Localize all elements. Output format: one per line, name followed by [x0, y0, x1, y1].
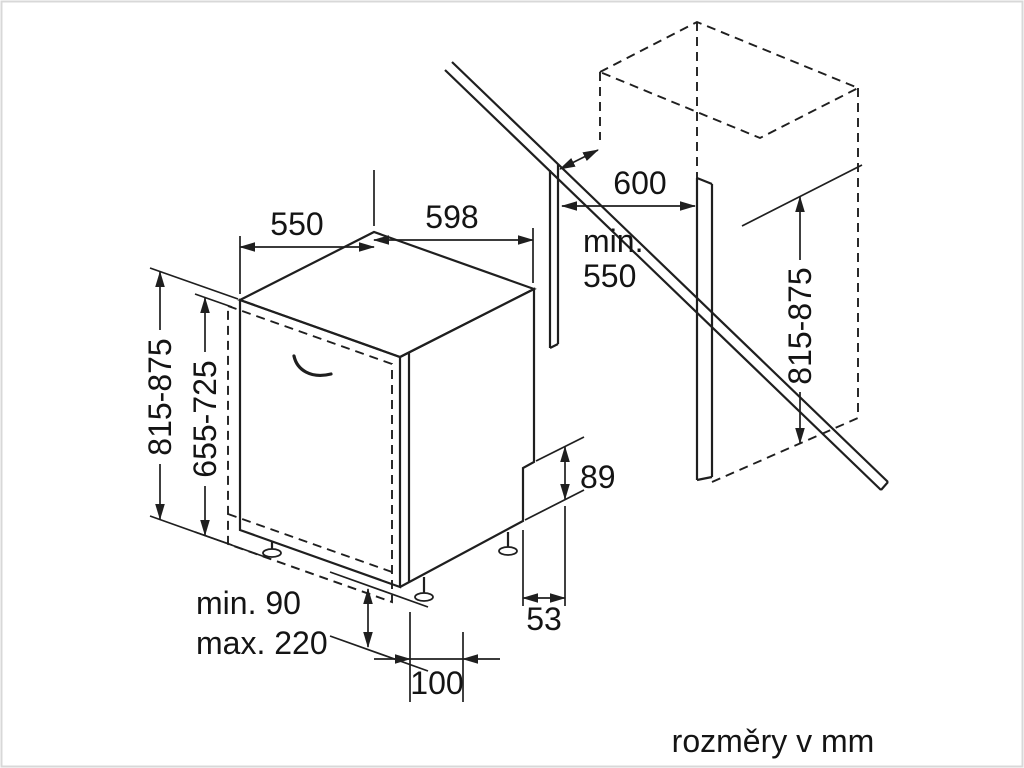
dim-niche-height: 815-875 [741, 164, 863, 444]
countertop-end-cap [880, 481, 889, 491]
countertop-edge-bottom [444, 69, 882, 491]
dim-plinth-max-label: max. 220 [196, 625, 328, 661]
niche-hidden-edges [597, 20, 861, 483]
dishwasher-side-face [399, 287, 536, 588]
countertop [444, 61, 889, 491]
door-handle [292, 354, 333, 377]
dim-plinth-min-label: min. 90 [196, 585, 301, 621]
dim-base-height-label: 89 [580, 459, 616, 495]
dim-top-width: 598 [373, 199, 534, 283]
dim-niche-height-label: 815-875 [782, 267, 818, 384]
niche-side-panels [548, 164, 714, 482]
dim-niche-width: 600 [561, 165, 696, 211]
dim-top-depth: 550 [239, 170, 375, 294]
dim-plinth-height: min. 90 max. 220 [196, 571, 429, 672]
dim-front-panel-height: 655-725 [187, 293, 233, 546]
dim-top-depth-label: 550 [270, 206, 323, 242]
dim-base-height: 89 [524, 436, 616, 521]
dim-plinth-recess-label: 53 [526, 601, 562, 637]
dishwasher-body [237, 230, 537, 589]
dim-niche-depth-prefix: min. [583, 223, 643, 259]
dim-total-height-label: 815-875 [142, 338, 178, 455]
dim-total-height: 815-875 [142, 267, 269, 559]
door-panel-outline [227, 304, 393, 604]
foot-front-left [262, 548, 282, 558]
units-caption-label: rozměry v mm [672, 723, 875, 759]
dim-plinth-recess: 53 [522, 506, 566, 637]
adjustable-feet [262, 532, 518, 602]
dim-front-panel-height-label: 655-725 [187, 360, 223, 477]
dim-foot-offset-label: 100 [410, 665, 463, 701]
countertop-edge-top [451, 61, 889, 483]
dim-top-width-label: 598 [425, 199, 478, 235]
units-caption: rozměry v mm [672, 723, 875, 759]
dishwasher-top-face [237, 230, 537, 359]
dim-niche-depth-value: 550 [583, 258, 636, 294]
dim-niche-depth: min. 550 [559, 149, 643, 294]
dim-foot-offset: 100 [374, 612, 500, 702]
dishwasher [227, 230, 537, 604]
foot-front-right [414, 592, 434, 602]
dim-niche-width-label: 600 [613, 165, 666, 201]
dishwasher-front-face [238, 298, 402, 589]
cabinet-niche [548, 20, 861, 483]
foot-rear [498, 546, 518, 556]
